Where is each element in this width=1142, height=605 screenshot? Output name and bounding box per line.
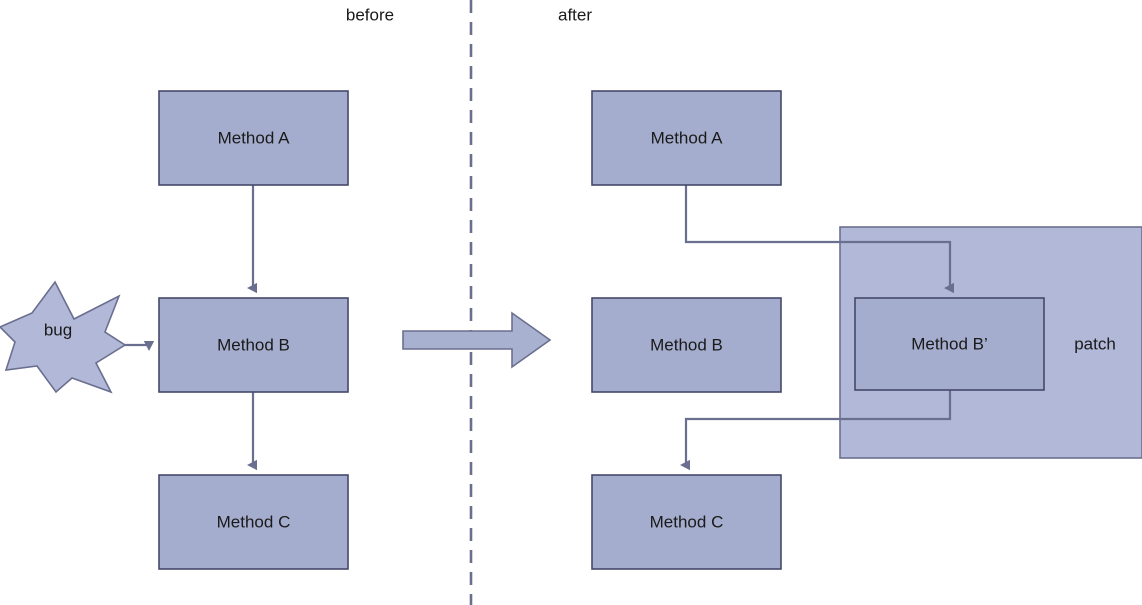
header-label-after: after: [558, 5, 592, 24]
node-after-method-c-label: Method C: [650, 512, 724, 531]
bug-star-label: bug: [44, 320, 72, 339]
node-after-method-b-label: Method B: [650, 335, 723, 354]
transition-arrow-shape: [402, 311, 552, 369]
node-after-method-b-prime-box: [854, 297, 1045, 391]
transition-arrow: [402, 311, 552, 369]
node-after-method-a-label: Method A: [651, 128, 723, 147]
node-after-method-c-box: [591, 474, 782, 570]
before-group: bug Method A Method B Method C: [0, 90, 349, 570]
bug-star-shape: [0, 280, 127, 394]
node-after-method-a[interactable]: Method A: [591, 90, 782, 186]
node-after-method-b-box: [591, 297, 782, 393]
node-before-method-c-label: Method C: [217, 512, 291, 531]
patch-region-label: patch: [1074, 334, 1116, 353]
node-after-method-b-prime-label: Method B’: [911, 334, 988, 353]
node-before-method-a[interactable]: Method A: [158, 90, 349, 186]
header-label-before: before: [346, 5, 394, 24]
node-after-method-b-prime[interactable]: Method B’: [854, 297, 1045, 391]
node-before-method-b-label: Method B: [217, 335, 290, 354]
node-before-method-a-label: Method A: [218, 128, 290, 147]
node-before-method-b[interactable]: Method B: [158, 297, 349, 393]
node-before-method-b-box: [158, 297, 349, 393]
connector-a-to-bprime: [684, 185, 950, 288]
after-group: patch Method A Method B Method C: [591, 90, 1142, 570]
node-before-method-a-box: [158, 90, 349, 186]
node-after-method-a-box: [591, 90, 782, 186]
node-before-method-c[interactable]: Method C: [158, 474, 349, 570]
node-after-method-c[interactable]: Method C: [591, 474, 782, 570]
node-after-method-b[interactable]: Method B: [591, 297, 782, 393]
bug-star[interactable]: bug: [0, 280, 127, 394]
connector-bprime-to-c: [686, 390, 952, 465]
node-before-method-c-box: [158, 474, 349, 570]
